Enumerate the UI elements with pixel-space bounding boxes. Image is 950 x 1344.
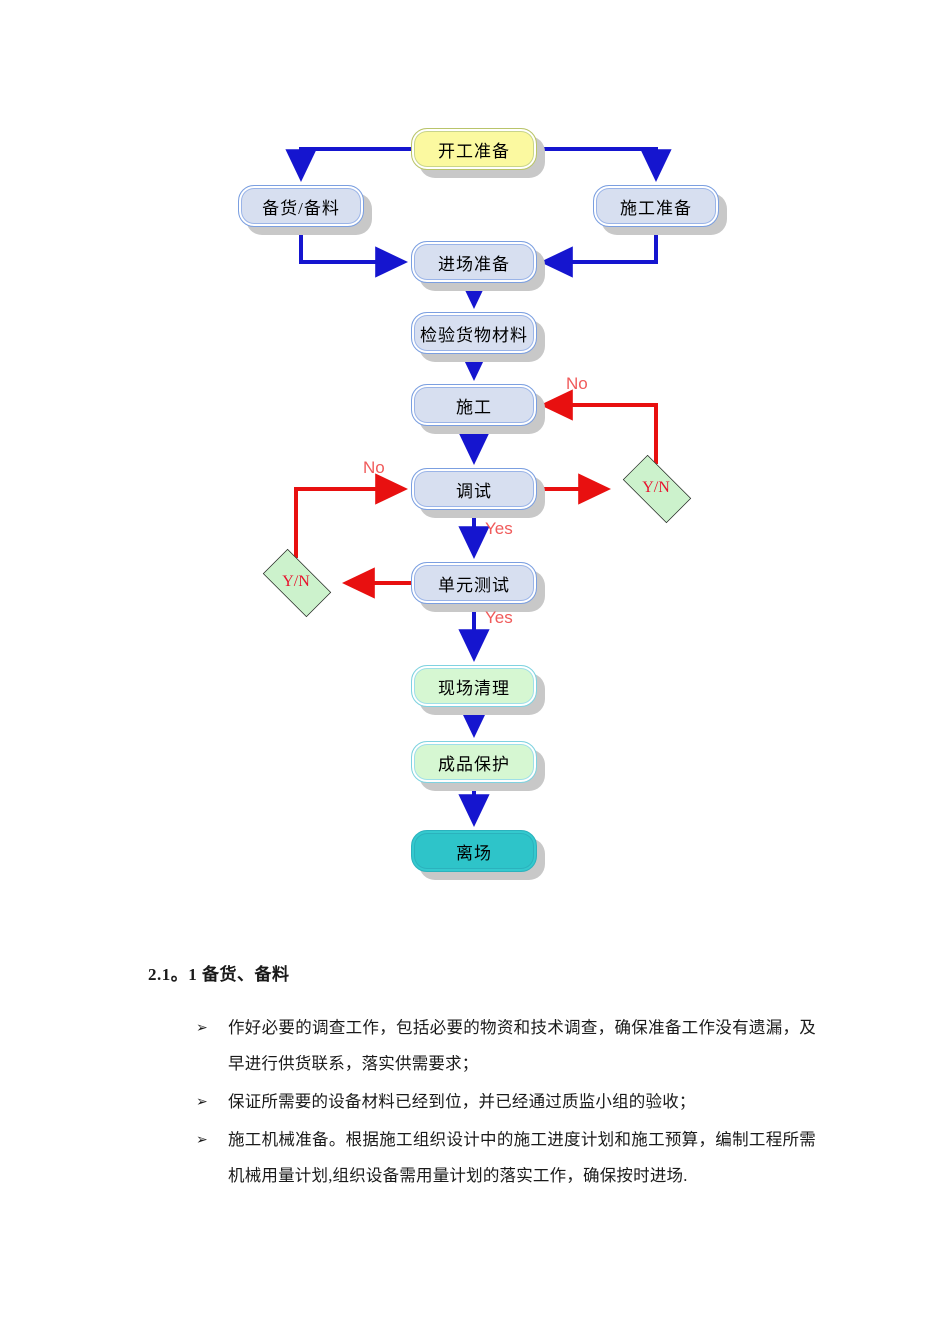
node-construction[interactable]: 施工 <box>411 384 545 434</box>
bullet-list: ➢ 作好必要的调查工作，包括必要的物资和技术调查，确保准备工作没有遗漏，及早进行… <box>196 1010 816 1196</box>
node-label: 现场清理 <box>438 678 510 698</box>
node-label: 施工准备 <box>620 198 692 218</box>
node-body <box>411 562 537 604</box>
node-label: 备货/备料 <box>262 198 340 218</box>
node-body <box>411 665 537 707</box>
node-start[interactable]: 开工准备 <box>411 128 545 178</box>
node-body <box>411 830 537 872</box>
list-item: ➢ 作好必要的调查工作，包括必要的物资和技术调查，确保准备工作没有遗漏，及早进行… <box>196 1010 816 1082</box>
decision-label: Y/N <box>642 479 670 496</box>
node-leave-site[interactable]: 离场 <box>411 830 545 880</box>
edge-label-no-construction: No <box>566 374 588 393</box>
flowchart-diagram: 开工准备 备货/备料 施工准备 进场准备 检验货物材料 施工 调试 单元测试 <box>238 128 727 880</box>
node-body <box>593 185 719 227</box>
arrow-bullet-icon: ➢ <box>196 1094 208 1110</box>
node-label: 施工 <box>456 397 492 417</box>
node-site-cleanup[interactable]: 现场清理 <box>411 665 545 715</box>
node-debugging[interactable]: 调试 <box>411 468 545 518</box>
node-body <box>411 741 537 783</box>
node-unit-test[interactable]: 单元测试 <box>411 562 545 612</box>
node-label: 成品保护 <box>438 754 510 774</box>
list-item-text: 保证所需要的设备材料已经到位，并已经通过质监小组的验收； <box>228 1092 696 1111</box>
decision-debug-yn[interactable]: Y/N <box>613 454 699 524</box>
node-label: 检验货物材料 <box>420 325 528 345</box>
node-inspect-materials[interactable]: 检验货物材料 <box>411 312 545 362</box>
node-label: 进场准备 <box>438 254 510 274</box>
list-item: ➢ 施工机械准备。根据施工组织设计中的施工进度计划和施工预算，编制工程所需机械用… <box>196 1122 816 1194</box>
edge-label-no-debug: No <box>363 458 385 477</box>
arrow-bullet-icon: ➢ <box>196 1020 208 1036</box>
node-label: 开工准备 <box>438 141 510 161</box>
node-body <box>238 185 364 227</box>
node-label: 调试 <box>456 481 492 501</box>
node-body <box>411 384 537 426</box>
node-site-entry-prep[interactable]: 进场准备 <box>411 241 545 291</box>
arrow-bullet-icon: ➢ <box>196 1132 208 1148</box>
node-body <box>411 468 537 510</box>
node-product-protection[interactable]: 成品保护 <box>411 741 545 791</box>
node-body <box>411 128 537 170</box>
edge-label-yes-debug: Yes <box>485 519 513 538</box>
node-label: 离场 <box>456 843 492 863</box>
node-stock-prep[interactable]: 备货/备料 <box>238 185 372 235</box>
decision-unittest-yn[interactable]: Y/N <box>253 548 339 618</box>
node-label: 单元测试 <box>438 575 510 595</box>
edge-label-yes-unittest: Yes <box>485 608 513 627</box>
node-body <box>411 312 537 354</box>
node-construction-prep[interactable]: 施工准备 <box>593 185 727 235</box>
list-item-text: 施工机械准备。根据施工组织设计中的施工进度计划和施工预算，编制工程所需机械用量计… <box>228 1130 816 1185</box>
list-item: ➢ 保证所需要的设备材料已经到位，并已经通过质监小组的验收； <box>196 1084 816 1120</box>
section-heading: 2.1。1 备货、备料 <box>148 965 290 984</box>
decision-label: Y/N <box>282 573 310 590</box>
list-item-text: 作好必要的调查工作，包括必要的物资和技术调查，确保准备工作没有遗漏，及早进行供货… <box>228 1018 816 1073</box>
